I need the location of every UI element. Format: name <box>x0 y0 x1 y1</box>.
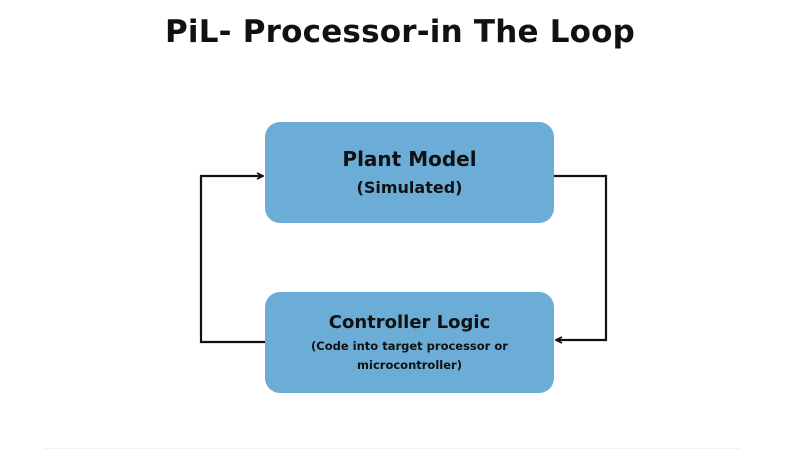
diagram-title: PiL- Processor-in The Loop <box>164 14 636 50</box>
controller-logic-block: Controller Logic (Code into target proce… <box>265 292 554 393</box>
connector-controller-to-plant <box>199 176 265 344</box>
controller-logic-sublabel: (Code into target processor or microcont… <box>311 338 508 372</box>
controller-logic-label: Controller Logic <box>328 311 491 333</box>
connector-plant-to-controller <box>554 174 608 340</box>
plant-model-label: Plant Model <box>342 146 477 171</box>
footer-divider <box>44 448 740 449</box>
plant-model-sublabel: (Simulated) <box>356 177 463 197</box>
plant-model-block: Plant Model (Simulated) <box>265 122 554 223</box>
